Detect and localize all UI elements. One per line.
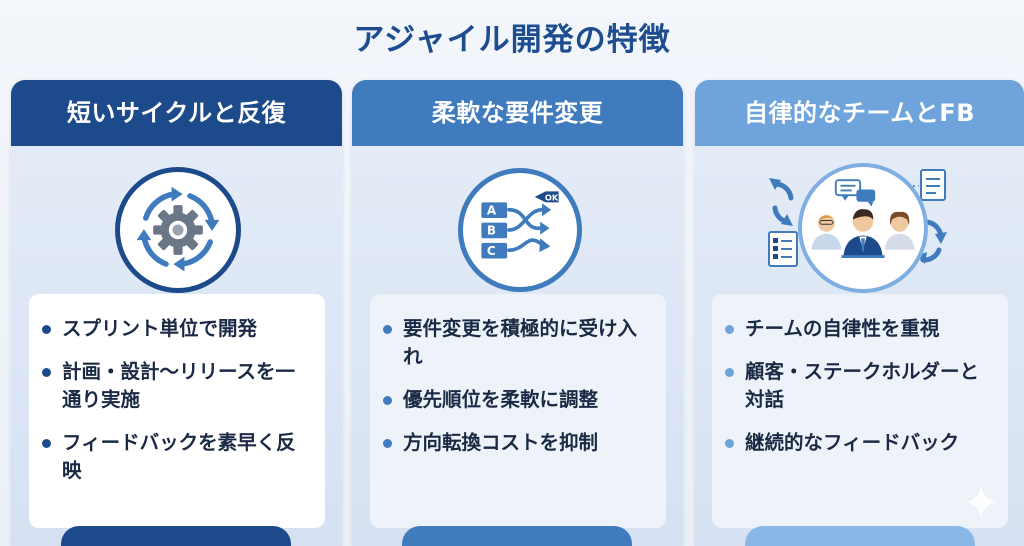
- list-item: 計画・設計〜リリースを一通り実施: [39, 358, 313, 414]
- list-item: スプリント単位で開発: [39, 315, 313, 343]
- bullet-list: チームの自律性を重視 顧客・ステークホルダーと対話 継続的なフィードバック: [722, 315, 996, 457]
- bullet-text: 計画・設計〜リリースを一通り実施: [62, 360, 296, 411]
- bullet-dot: [725, 325, 734, 334]
- card-bottom-tab: [402, 526, 632, 546]
- list-item: 継続的なフィードバック: [722, 429, 996, 457]
- feature-card-autonomous-team: 自律的なチームとFB: [695, 80, 1024, 546]
- bullet-dot: [42, 439, 51, 448]
- bullet-box: 要件変更を積極的に受け入れ 優先順位を柔軟に調整 方向転換コストを抑制: [370, 294, 666, 528]
- card-header: 柔軟な要件変更: [352, 80, 683, 146]
- bullet-dot: [383, 439, 392, 448]
- list-item: チームの自律性を重視: [722, 315, 996, 343]
- sparkle-icon: [965, 486, 997, 518]
- bullet-text: フィードバックを素早く反映: [62, 431, 296, 482]
- bullet-text: 方向転換コストを抑制: [403, 431, 599, 454]
- feature-card-flexible-requirements: 柔軟な要件変更 A B C OK: [352, 80, 683, 546]
- bullet-dot: [42, 325, 51, 334]
- bullet-text: 優先順位を柔軟に調整: [403, 388, 599, 411]
- option-b-label: B: [487, 224, 496, 238]
- bullet-dot: [42, 368, 51, 377]
- flow-choice-icon: A B C OK: [458, 168, 582, 292]
- list-item: 要件変更を積極的に受け入れ: [380, 315, 654, 371]
- bullet-text: チームの自律性を重視: [745, 317, 940, 340]
- card-bottom-tab: [745, 526, 975, 546]
- team-icon: [798, 163, 928, 293]
- gear-cycle-icon: [115, 167, 241, 293]
- list-item: 方向転換コストを抑制: [380, 429, 654, 457]
- card-header: 自律的なチームとFB: [695, 80, 1024, 146]
- bullet-list: 要件変更を積極的に受け入れ 優先順位を柔軟に調整 方向転換コストを抑制: [380, 315, 654, 457]
- list-item: フィードバックを素早く反映: [39, 429, 313, 485]
- page-title: アジャイル開発の特徴: [353, 22, 671, 58]
- card-bottom-tab: [61, 526, 291, 546]
- bullet-box: スプリント単位で開発 計画・設計〜リリースを一通り実施 フィードバックを素早く反…: [29, 294, 325, 528]
- list-item: 顧客・ステークホルダーと対話: [722, 358, 996, 414]
- bullet-dot: [383, 325, 392, 334]
- card-header: 短いサイクルと反復: [11, 80, 342, 146]
- feature-card-short-cycle: 短いサイクルと反復: [11, 80, 342, 546]
- ok-flag-label: OK: [545, 193, 559, 203]
- bullet-list: スプリント単位で開発 計画・設計〜リリースを一通り実施 フィードバックを素早く反…: [39, 315, 313, 485]
- bullet-text: 要件変更を積極的に受け入れ: [403, 317, 638, 368]
- option-a-label: A: [487, 203, 497, 217]
- list-item: 優先順位を柔軟に調整: [380, 386, 654, 414]
- bullet-text: スプリント単位で開発: [62, 317, 258, 340]
- bullet-dot: [383, 396, 392, 405]
- bullet-text: 顧客・ステークホルダーと対話: [745, 360, 980, 411]
- bullet-dot: [725, 439, 734, 448]
- bullet-box: チームの自律性を重視 顧客・ステークホルダーと対話 継続的なフィードバック: [712, 294, 1008, 528]
- option-c-label: C: [487, 244, 496, 258]
- bullet-text: 継続的なフィードバック: [745, 431, 960, 454]
- bullet-dot: [725, 368, 734, 377]
